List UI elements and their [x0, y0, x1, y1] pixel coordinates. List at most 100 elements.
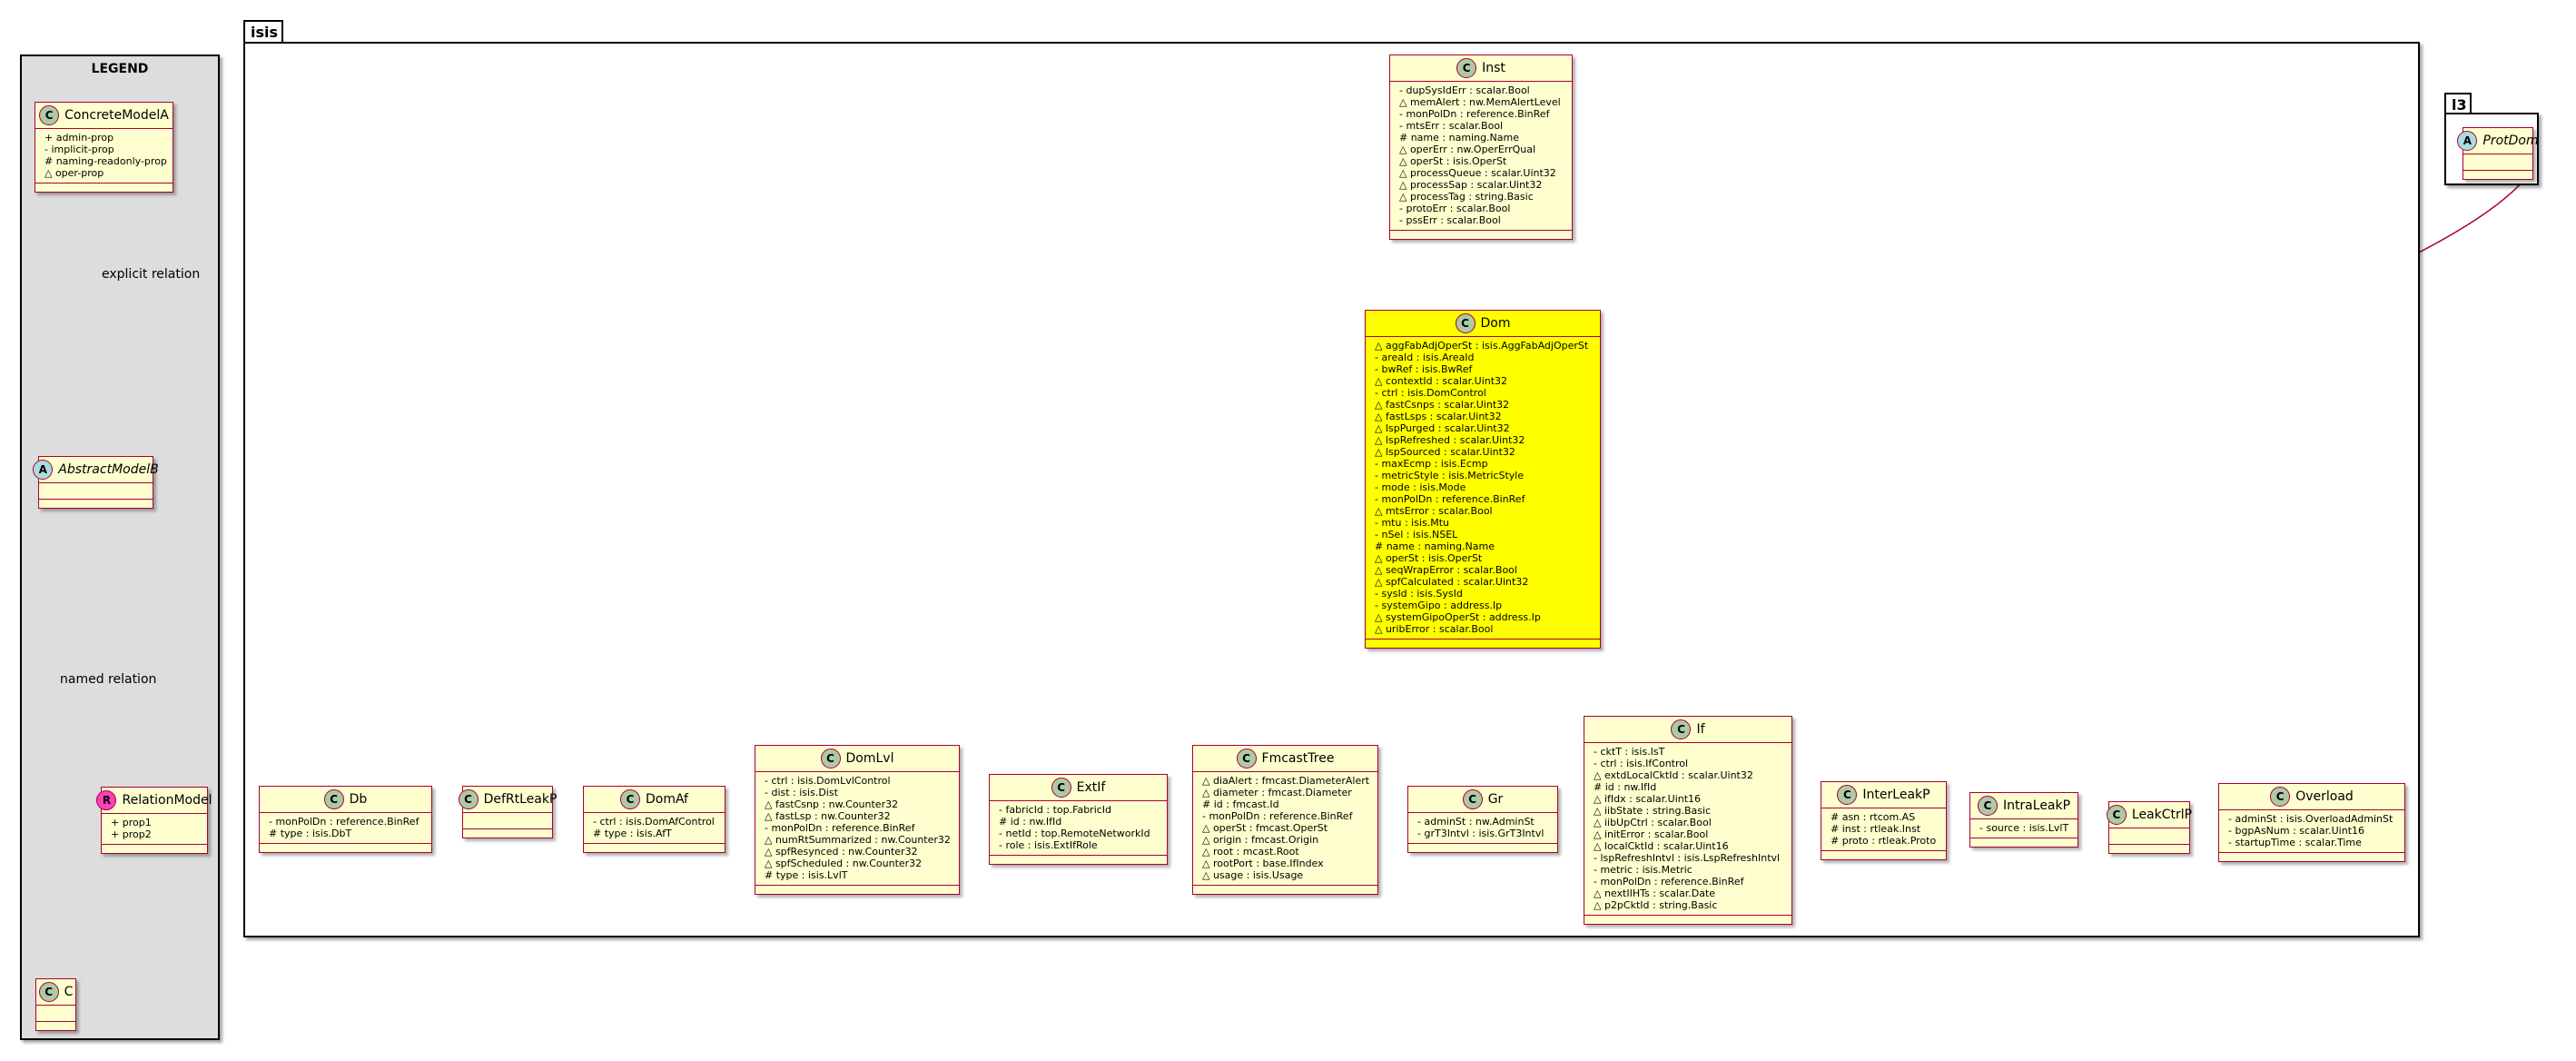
attribute: - monPolDn : reference.BinRef: [1375, 493, 1525, 505]
attribute: △ origin : fmcast.Origin: [1202, 834, 1319, 846]
attribute: △ lspSourced : scalar.Uint32: [1375, 446, 1515, 458]
class-icon: C: [1456, 58, 1477, 78]
attribute: △ mtsError : scalar.Bool: [1375, 505, 1493, 517]
class-name: Overload: [2295, 789, 2354, 804]
attribute: △ operSt : isis.OperSt: [1399, 155, 1507, 167]
class-name: AbstractModelB: [58, 462, 159, 477]
named-relation-label: named relation: [60, 672, 157, 687]
package-isis-tab: isis: [243, 20, 283, 44]
attribute: △ iibState : string.Basic: [1594, 805, 1712, 817]
class-name: IntraLeakP: [2002, 798, 2071, 813]
attribute: # name : naming.Name: [1375, 540, 1495, 552]
class-name: Inst: [1482, 61, 1505, 75]
attribute: △ usage : isis.Usage: [1202, 869, 1304, 881]
class-intraleakp[interactable]: C IntraLeakP - source : isis.LvlT: [1969, 792, 2078, 848]
attribute: - startupTime : scalar.Time: [2228, 837, 2362, 848]
attribute: △ fastLsp : nw.Counter32: [765, 810, 891, 822]
class-icon: C: [1671, 719, 1692, 739]
attribute: △ p2pCktId : string.Basic: [1594, 899, 1718, 911]
class-name: DomAf: [646, 792, 688, 807]
class-icon: C: [1236, 749, 1257, 768]
class-icon: C: [1837, 785, 1858, 805]
class-name: If: [1696, 722, 1705, 737]
attribute: △ processTag : string.Basic: [1399, 191, 1534, 203]
attribute: # proto : rtleak.Proto: [1831, 835, 1937, 847]
attribute: △ initError : scalar.Bool: [1594, 828, 1709, 840]
attribute: + prop2: [111, 828, 152, 840]
class-icon: C: [458, 789, 479, 809]
attribute: - ctrl : isis.DomLvlControl: [765, 775, 891, 787]
attribute: - metric : isis.Metric: [1594, 864, 1693, 876]
attribute: △ numRtSummarized : nw.Counter32: [765, 834, 951, 846]
attribute: - monPolDn : reference.BinRef: [1399, 108, 1550, 120]
attribute: - protoErr : scalar.Bool: [1399, 203, 1511, 214]
class-icon: C: [39, 105, 60, 125]
attribute: △ iibUpCtrl : scalar.Bool: [1594, 817, 1712, 828]
attribute: - source : isis.LvlT: [1979, 822, 2069, 834]
attribute: △ uribError : scalar.Bool: [1375, 623, 1494, 635]
class-name: C: [64, 985, 74, 999]
attribute: △ lspPurged : scalar.Uint32: [1375, 422, 1510, 434]
class-icon: C: [1462, 789, 1483, 809]
attribute: △ root : mcast.Root: [1202, 846, 1299, 858]
attribute: - mode : isis.Mode: [1375, 481, 1466, 493]
attribute: # naming-readonly-prop: [44, 155, 167, 167]
attribute: - mtu : isis.Mtu: [1375, 517, 1450, 529]
attribute: △ memAlert : nw.MemAlertLevel: [1399, 96, 1561, 108]
attribute: # id : nw.IfId: [1594, 781, 1657, 793]
attribute: △ lspRefreshed : scalar.Uint32: [1375, 434, 1525, 446]
attribute: - bwRef : isis.BwRef: [1375, 363, 1473, 375]
attribute: - ctrl : isis.DomControl: [1375, 387, 1486, 399]
attribute: △ nextIIHTs : scalar.Date: [1594, 887, 1716, 899]
attribute: △ diaAlert : fmcast.DiameterAlert: [1202, 775, 1370, 787]
class-icon: C: [1977, 796, 1998, 816]
attribute: - ctrl : isis.IfControl: [1594, 758, 1689, 769]
attribute: - bgpAsNum : scalar.Uint16: [2228, 825, 2364, 837]
class-name: Gr: [1487, 792, 1504, 807]
class-gr[interactable]: C Gr - adminSt : nw.AdminSt - grT3Intvl :…: [1407, 786, 1558, 853]
attribute: - maxEcmp : isis.Ecmp: [1375, 458, 1488, 470]
attribute: - implicit-prop: [44, 144, 114, 155]
attribute: - dupSysIdErr : scalar.Bool: [1399, 84, 1530, 96]
relation-icon: R: [96, 790, 117, 810]
class-name: ProtDom: [2482, 134, 2539, 148]
attribute: △ rootPort : base.IfIndex: [1202, 858, 1324, 869]
class-name: Dom: [1480, 316, 1511, 331]
class-name: ExtIf: [1076, 780, 1106, 795]
attribute: # inst : rtleak.Inst: [1831, 823, 1921, 835]
attribute: - pssErr : scalar.Bool: [1399, 214, 1501, 226]
attribute: - grT3Intvl : isis.GrT3Intvl: [1417, 828, 1545, 839]
attribute: - ctrl : isis.DomAfControl: [593, 816, 715, 828]
attribute: △ contextId : scalar.Uint32: [1375, 375, 1508, 387]
attribute: △ fastCsnps : scalar.Uint32: [1375, 399, 1510, 411]
attribute: △ processQueue : scalar.Uint32: [1399, 167, 1556, 179]
explicit-relation-label: explicit relation: [102, 267, 201, 282]
class-name: LeakCtrlP: [2131, 808, 2193, 822]
attribute: △ oper-prop: [44, 167, 104, 179]
class-icon: C: [38, 982, 59, 1002]
class-name: ConcreteModelA: [64, 108, 169, 123]
class-inst[interactable]: C Inst - dupSysIdErr : scalar.Bool △ memA…: [1389, 55, 1573, 240]
attribute: △ operSt : isis.OperSt: [1375, 552, 1483, 564]
attribute: △ spfResynced : nw.Counter32: [765, 846, 918, 858]
attribute: - adminSt : nw.AdminSt: [1417, 816, 1535, 828]
legend-title: LEGEND: [91, 62, 149, 76]
attribute: - metricStyle : isis.MetricStyle: [1375, 470, 1525, 481]
class-name: InterLeakP: [1862, 788, 1930, 802]
